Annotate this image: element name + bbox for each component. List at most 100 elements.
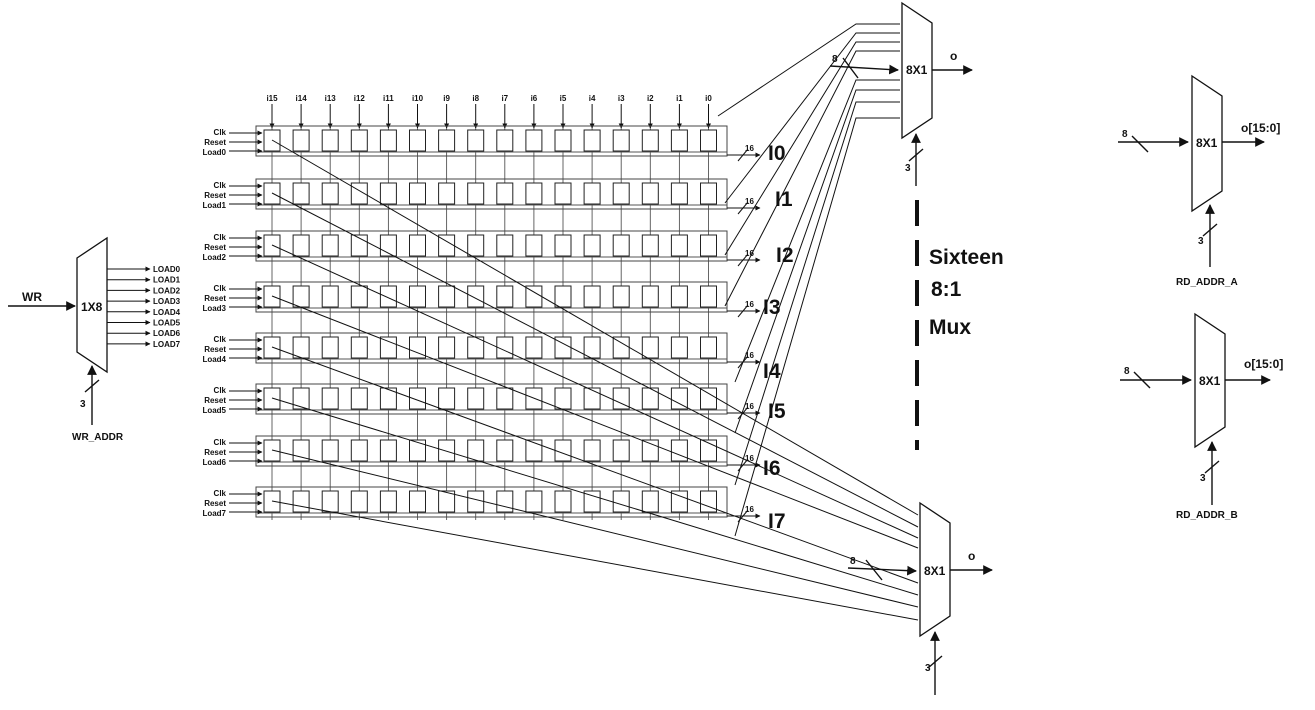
flip-flop-cell xyxy=(467,387,485,410)
read-port-a-select-slash xyxy=(1202,223,1218,237)
bit-label: i6 xyxy=(531,94,538,103)
bit-label: i4 xyxy=(589,94,596,103)
flip-flop-cell xyxy=(700,234,717,257)
load-label: Load6 xyxy=(202,458,226,467)
read-port-a-input-slash xyxy=(1131,135,1149,153)
bottom-mux-label: 8X1 xyxy=(924,564,946,578)
top-mux-input-wire xyxy=(734,101,900,486)
wr-addr-slash xyxy=(84,379,100,393)
clk-label: Clk xyxy=(214,233,227,242)
bottom-mux-input-width: 8 xyxy=(850,556,856,567)
flip-flop-cell xyxy=(409,285,426,308)
flip-flop-cell xyxy=(467,182,485,205)
flip-flop-cell xyxy=(467,129,485,152)
flip-flop-cell xyxy=(700,490,717,513)
bit-label: i13 xyxy=(325,94,337,103)
read-port-b-select-label: RD_ADDR_B xyxy=(1176,510,1238,521)
flip-flop-cell xyxy=(641,182,659,205)
register-name-label: I6 xyxy=(763,457,781,480)
flip-flop-cell xyxy=(525,129,543,152)
top-read-mux: 8X1 o 3 8 xyxy=(829,1,973,186)
bit-label: i9 xyxy=(443,94,450,103)
flip-flop-cell xyxy=(438,285,456,308)
flip-flop-cell xyxy=(554,490,572,513)
top-mux-input-wire xyxy=(734,79,900,383)
flip-flop-cell xyxy=(641,490,659,513)
bus-width-label: 16 xyxy=(745,402,754,411)
register-name-label: I1 xyxy=(775,188,793,211)
flip-flop-cell xyxy=(379,182,397,205)
bottom-mux-select-slash xyxy=(927,655,943,669)
flip-flop-cell xyxy=(292,387,310,410)
clk-label: Clk xyxy=(214,386,227,395)
read-port-b-select-slash xyxy=(1204,460,1220,474)
register-row-frame xyxy=(255,125,728,157)
load-label: Load4 xyxy=(202,355,226,364)
read-port-b-input-width: 8 xyxy=(1124,366,1130,377)
reset-label: Reset xyxy=(204,396,226,405)
top-mux-input-wire xyxy=(724,41,900,256)
bit-label: i15 xyxy=(266,94,278,103)
flip-flop-cell xyxy=(641,234,659,257)
flip-flop-cell xyxy=(409,387,426,410)
bit-label: i14 xyxy=(296,94,308,103)
flip-flop-cell xyxy=(379,490,397,513)
flip-flop-cell xyxy=(321,182,339,205)
flip-flop-cell xyxy=(350,490,368,513)
top-mux-shape xyxy=(901,1,933,140)
flip-flop-cell xyxy=(583,129,601,152)
flip-flop-cell xyxy=(670,234,688,257)
bit-label: i0 xyxy=(705,94,712,103)
top-mux-input-wire xyxy=(734,117,900,537)
annotation-line-sixteen: Sixteen xyxy=(929,246,1004,269)
bus-width-slash xyxy=(737,201,749,215)
flip-flop-cell xyxy=(583,182,601,205)
flip-flop-cell xyxy=(670,129,688,152)
flip-flop-cell xyxy=(700,387,717,410)
flip-flop-cell xyxy=(409,234,426,257)
clk-label: Clk xyxy=(214,438,227,447)
bottom-mux-width-line xyxy=(847,565,917,576)
flip-flop-cell xyxy=(292,129,310,152)
flip-flop-cell xyxy=(700,336,717,359)
flip-flop-cell xyxy=(612,182,630,205)
flip-flop-cell xyxy=(670,336,688,359)
flip-flop-cell xyxy=(583,234,601,257)
decoder-label: 1X8 xyxy=(81,300,103,314)
bus-width-label: 16 xyxy=(745,197,754,206)
load-output-label: LOAD4 xyxy=(153,308,181,317)
bit-label: i3 xyxy=(618,94,625,103)
top-mux-output-label: o xyxy=(950,49,957,63)
bit-label: i11 xyxy=(383,94,394,103)
load-output-label: LOAD1 xyxy=(153,276,181,285)
read-port-a-select-label: RD_ADDR_A xyxy=(1176,277,1238,288)
flip-flop-cell xyxy=(321,234,339,257)
flip-flop-cell xyxy=(467,439,485,462)
flip-flop-cell xyxy=(350,439,368,462)
flip-flop-cell xyxy=(525,490,543,513)
flip-flop-cell xyxy=(438,387,456,410)
flip-flop-cell xyxy=(641,336,659,359)
register-row-frame xyxy=(255,230,728,262)
flip-flop-cell xyxy=(321,387,339,410)
flip-flop-cell xyxy=(583,439,601,462)
flip-flop-cell xyxy=(496,234,514,257)
flip-flop-cell xyxy=(409,490,426,513)
flip-flop-cell xyxy=(700,285,717,308)
flip-flop-cell xyxy=(438,439,456,462)
flip-flop-cell xyxy=(496,285,514,308)
reset-label: Reset xyxy=(204,448,226,457)
flip-flop-cell xyxy=(641,129,659,152)
flip-flop-cell xyxy=(554,285,572,308)
load-label: Load0 xyxy=(202,148,226,157)
clk-label: Clk xyxy=(214,489,227,498)
load-label: Load5 xyxy=(202,406,226,415)
bottom-mux-select-width: 3 xyxy=(925,663,931,674)
flip-flop-cell xyxy=(496,387,514,410)
load-label: Load1 xyxy=(202,201,226,210)
flip-flop-cell xyxy=(379,439,397,462)
bottom-mux-input-wire xyxy=(271,397,919,596)
register-name-label: I3 xyxy=(763,296,781,319)
